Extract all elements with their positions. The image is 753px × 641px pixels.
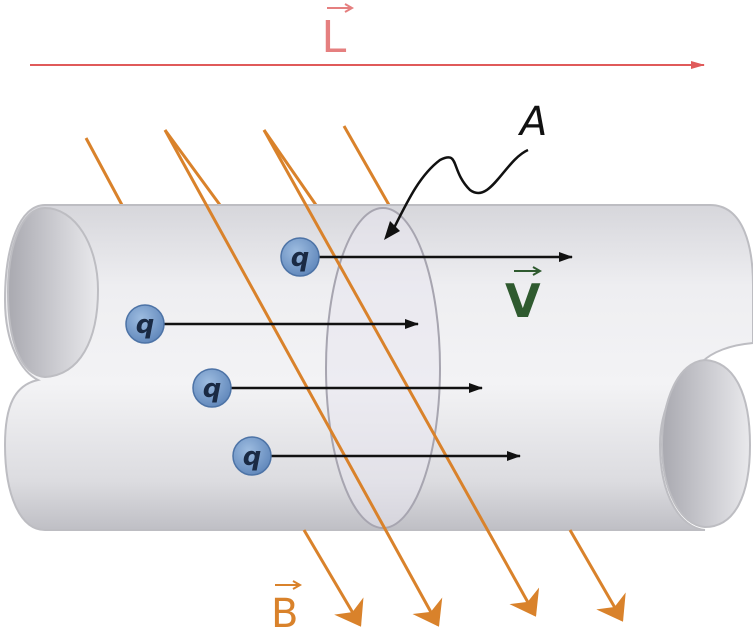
field-line <box>262 129 540 617</box>
magnetic-field-lines <box>163 129 626 627</box>
area-indicator: A <box>384 99 547 240</box>
field-line <box>568 529 626 622</box>
area-label: A <box>517 99 547 145</box>
charge-carriers: q q q q <box>125 237 573 476</box>
charge-carrier: q <box>280 237 573 277</box>
field-indicator: B <box>271 580 303 637</box>
length-label: L <box>322 10 348 62</box>
field-lines-back <box>84 125 391 206</box>
charge-carrier: q <box>232 436 521 476</box>
tube-left-opening <box>6 206 100 379</box>
field-line <box>163 129 443 627</box>
charge-circle <box>280 237 320 277</box>
length-indicator: L <box>30 3 705 69</box>
area-pointer <box>391 148 529 231</box>
charge-label: q <box>291 243 310 273</box>
velocity-label: V <box>505 274 541 328</box>
charge-carrier: q <box>192 368 483 408</box>
charge-label: q <box>243 442 262 472</box>
charge-label: q <box>203 374 222 404</box>
field-label: B <box>271 591 298 637</box>
conductor-tube <box>3 204 753 531</box>
tube-right-opening <box>660 358 752 529</box>
charge-circle <box>125 304 165 344</box>
velocity-indicator: V <box>505 266 543 328</box>
charge-label: q <box>136 310 155 340</box>
charge-circle <box>192 368 232 408</box>
field-line <box>302 529 364 627</box>
charge-circle <box>232 436 272 476</box>
charge-carrier: q <box>125 304 419 344</box>
